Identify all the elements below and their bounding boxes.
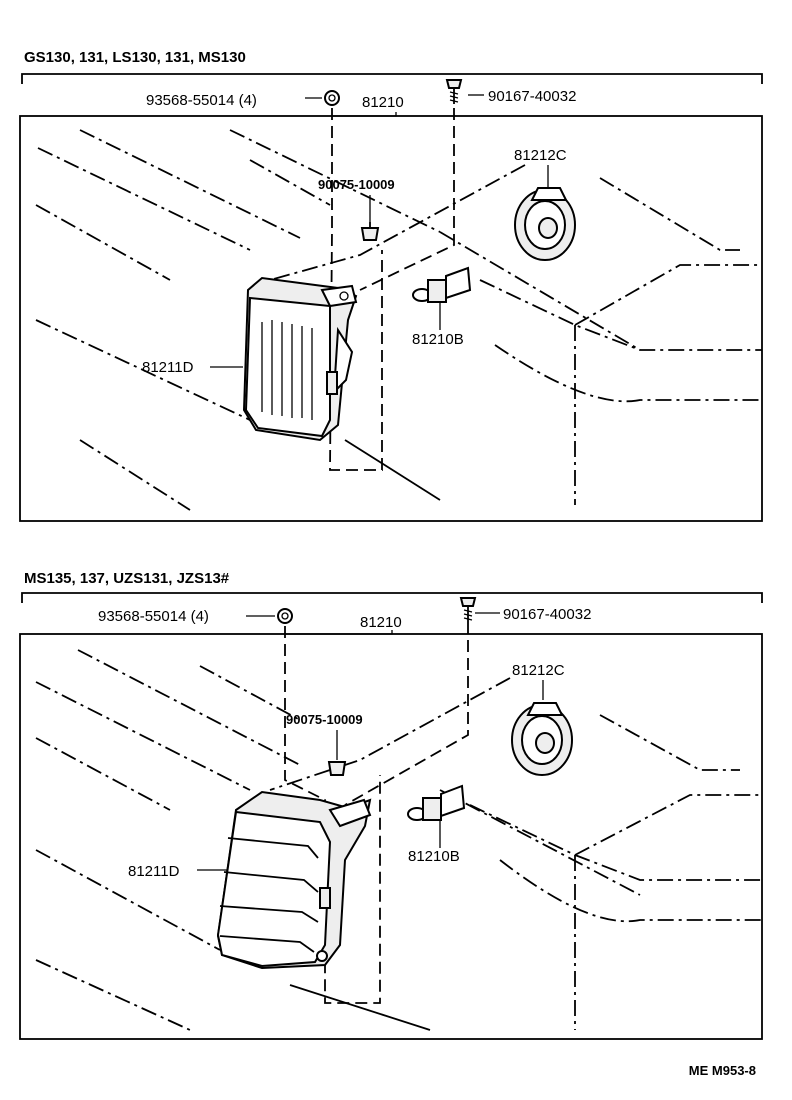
section-2-leaders (197, 612, 544, 1004)
section-2-label-bulb: 81210B (408, 848, 460, 865)
section-1-washer-icon (324, 90, 340, 106)
section-1-label-bulb: 81210B (412, 331, 464, 348)
section-2-lens-unit (216, 790, 372, 970)
section-1-leaders (210, 94, 549, 471)
section-2: MS135, 137, UZS131, JZS13# (19, 570, 763, 1040)
section-1-label-washer-set: 93568-55014 (4) (146, 92, 257, 109)
section-1-bracket (21, 73, 763, 84)
section-1: GS130, 131, LS130, 131, MS130 (19, 49, 763, 522)
section-1-label-lens-unit: 81211D (142, 359, 194, 376)
section-2-frame (19, 633, 763, 1040)
section-2-model-list: MS135, 137, UZS131, JZS13# (24, 570, 230, 587)
section-2-clip-icon (327, 761, 347, 776)
section-2-label-washer-set: 93568-55014 (4) (98, 608, 209, 625)
section-2-socket-icon (511, 702, 573, 776)
section-1-model-list: GS130, 131, LS130, 131, MS130 (24, 49, 246, 66)
section-1-body-lines (35, 129, 762, 511)
section-1-socket-icon (514, 187, 576, 261)
section-1-lens-unit (242, 276, 358, 442)
section-2-label-screw: 90167-40032 (503, 606, 591, 623)
section-2-washer-icon (277, 608, 293, 624)
diagram-reference-code: ME M953-8 (689, 1063, 756, 1078)
section-2-bulb-icon (407, 784, 466, 821)
section-2-label-lens-unit: 81211D (128, 863, 180, 880)
section-2-label-headlamp-assy: 81210 (360, 614, 402, 631)
section-2-body-lines (35, 649, 762, 1031)
section-1-label-socket: 81212C (514, 147, 567, 164)
section-1-screw-icon (445, 79, 463, 104)
section-1-label-headlamp-assy: 81210 (362, 94, 404, 111)
section-2-label-socket: 81212C (512, 662, 565, 679)
section-2-screw-icon (459, 597, 477, 622)
section-2-bracket (21, 592, 763, 603)
section-1-bulb-icon (412, 266, 472, 303)
section-1-label-screw: 90167-40032 (488, 88, 576, 105)
section-2-label-clip: 90075-10009 (286, 712, 363, 727)
section-1-clip-icon (360, 222, 380, 241)
section-1-label-clip: 90075-10009 (318, 177, 395, 192)
